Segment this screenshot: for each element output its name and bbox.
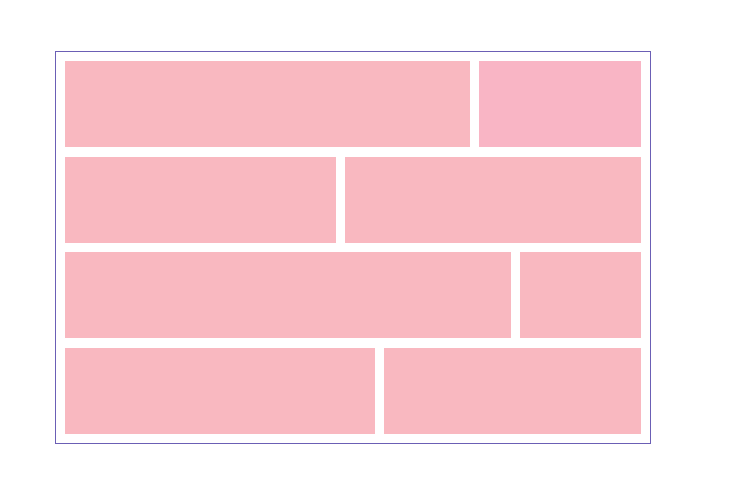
brick-row1-right [479, 61, 641, 147]
brick-row4-right [384, 348, 641, 434]
wall-frame [55, 51, 651, 444]
brick-row1-left [65, 61, 470, 147]
brick-row2-left [65, 157, 336, 243]
brick-row4-left [65, 348, 375, 434]
brick-row-3 [65, 252, 641, 338]
brick-row3-right [520, 252, 641, 338]
brick-row-4 [65, 348, 641, 434]
brick-row3-left [65, 252, 511, 338]
brick-row-1 [65, 61, 641, 147]
brick-row-2 [65, 157, 641, 243]
brick-row2-right [345, 157, 641, 243]
